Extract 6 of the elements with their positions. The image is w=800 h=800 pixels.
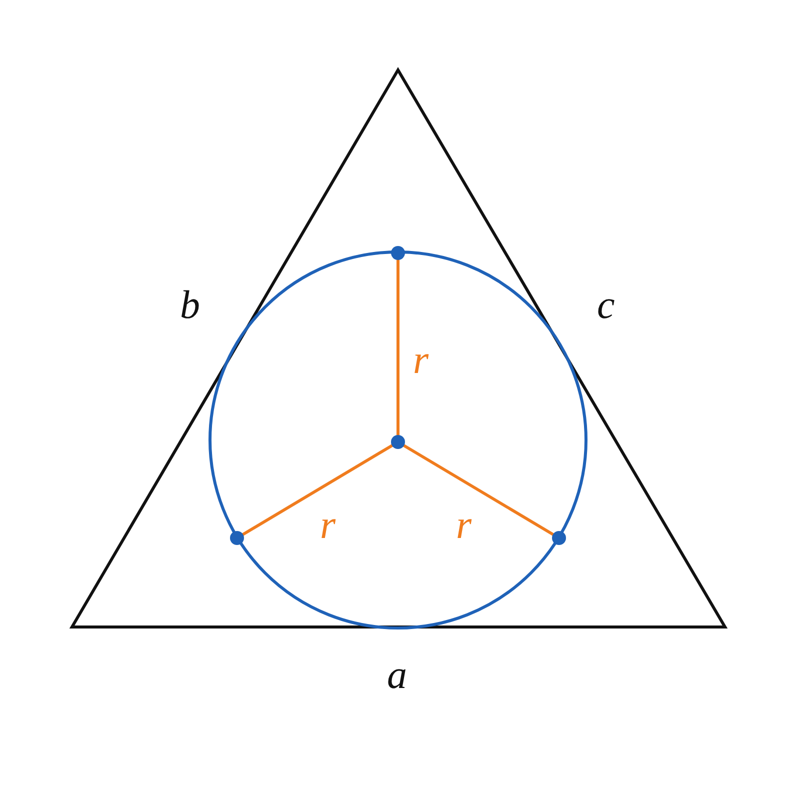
radius-label: r [413, 340, 429, 380]
side-label: a [387, 655, 407, 695]
side-label: b [180, 285, 200, 325]
radius-label: r [456, 505, 472, 545]
radius-label: r [320, 505, 336, 545]
side-label: c [597, 285, 615, 325]
